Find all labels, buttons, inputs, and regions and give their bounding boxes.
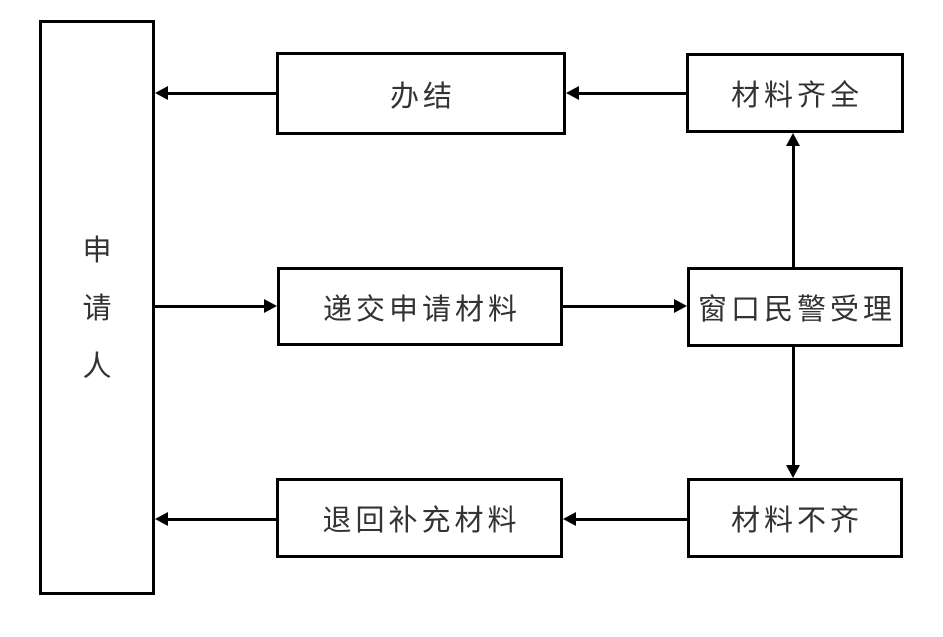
arrowhead-left-icon bbox=[563, 512, 576, 526]
node-applicant-label: 申请人 bbox=[82, 232, 112, 383]
node-window-police-accept-label: 窗口民警受理 bbox=[697, 292, 896, 326]
arrowhead-right-icon bbox=[264, 299, 277, 313]
node-applicant: 申请人 bbox=[39, 20, 155, 595]
arrow-line bbox=[165, 518, 276, 521]
arrowhead-right-icon bbox=[674, 299, 687, 313]
arrow-line bbox=[155, 305, 266, 308]
node-window-police-accept: 窗口民警受理 bbox=[687, 267, 903, 347]
arrowhead-left-icon bbox=[155, 86, 168, 100]
node-submit-materials-label: 递交申请材料 bbox=[322, 291, 521, 326]
node-complete-label: 办结 bbox=[389, 78, 456, 113]
arrow-line bbox=[573, 518, 687, 521]
node-return-for-supplement: 退回补充材料 bbox=[276, 478, 563, 558]
node-return-for-supplement-label: 退回补充材料 bbox=[322, 503, 521, 537]
node-materials-incomplete: 材料不齐 bbox=[687, 478, 903, 558]
node-materials-incomplete-label: 材料不齐 bbox=[730, 503, 863, 537]
node-materials-complete: 材料齐全 bbox=[686, 53, 904, 133]
arrow-line bbox=[792, 144, 795, 267]
arrowhead-down-icon bbox=[786, 465, 800, 478]
arrow-line bbox=[792, 347, 795, 467]
arrow-line bbox=[563, 305, 676, 308]
arrowhead-up-icon bbox=[786, 133, 800, 146]
arrow-line bbox=[165, 92, 276, 95]
arrowhead-left-icon bbox=[566, 86, 579, 100]
node-submit-materials: 递交申请材料 bbox=[277, 267, 563, 346]
arrow-line bbox=[576, 92, 686, 95]
arrowhead-left-icon bbox=[155, 512, 168, 526]
node-complete: 办结 bbox=[276, 52, 566, 135]
node-materials-complete-label: 材料齐全 bbox=[730, 78, 863, 112]
